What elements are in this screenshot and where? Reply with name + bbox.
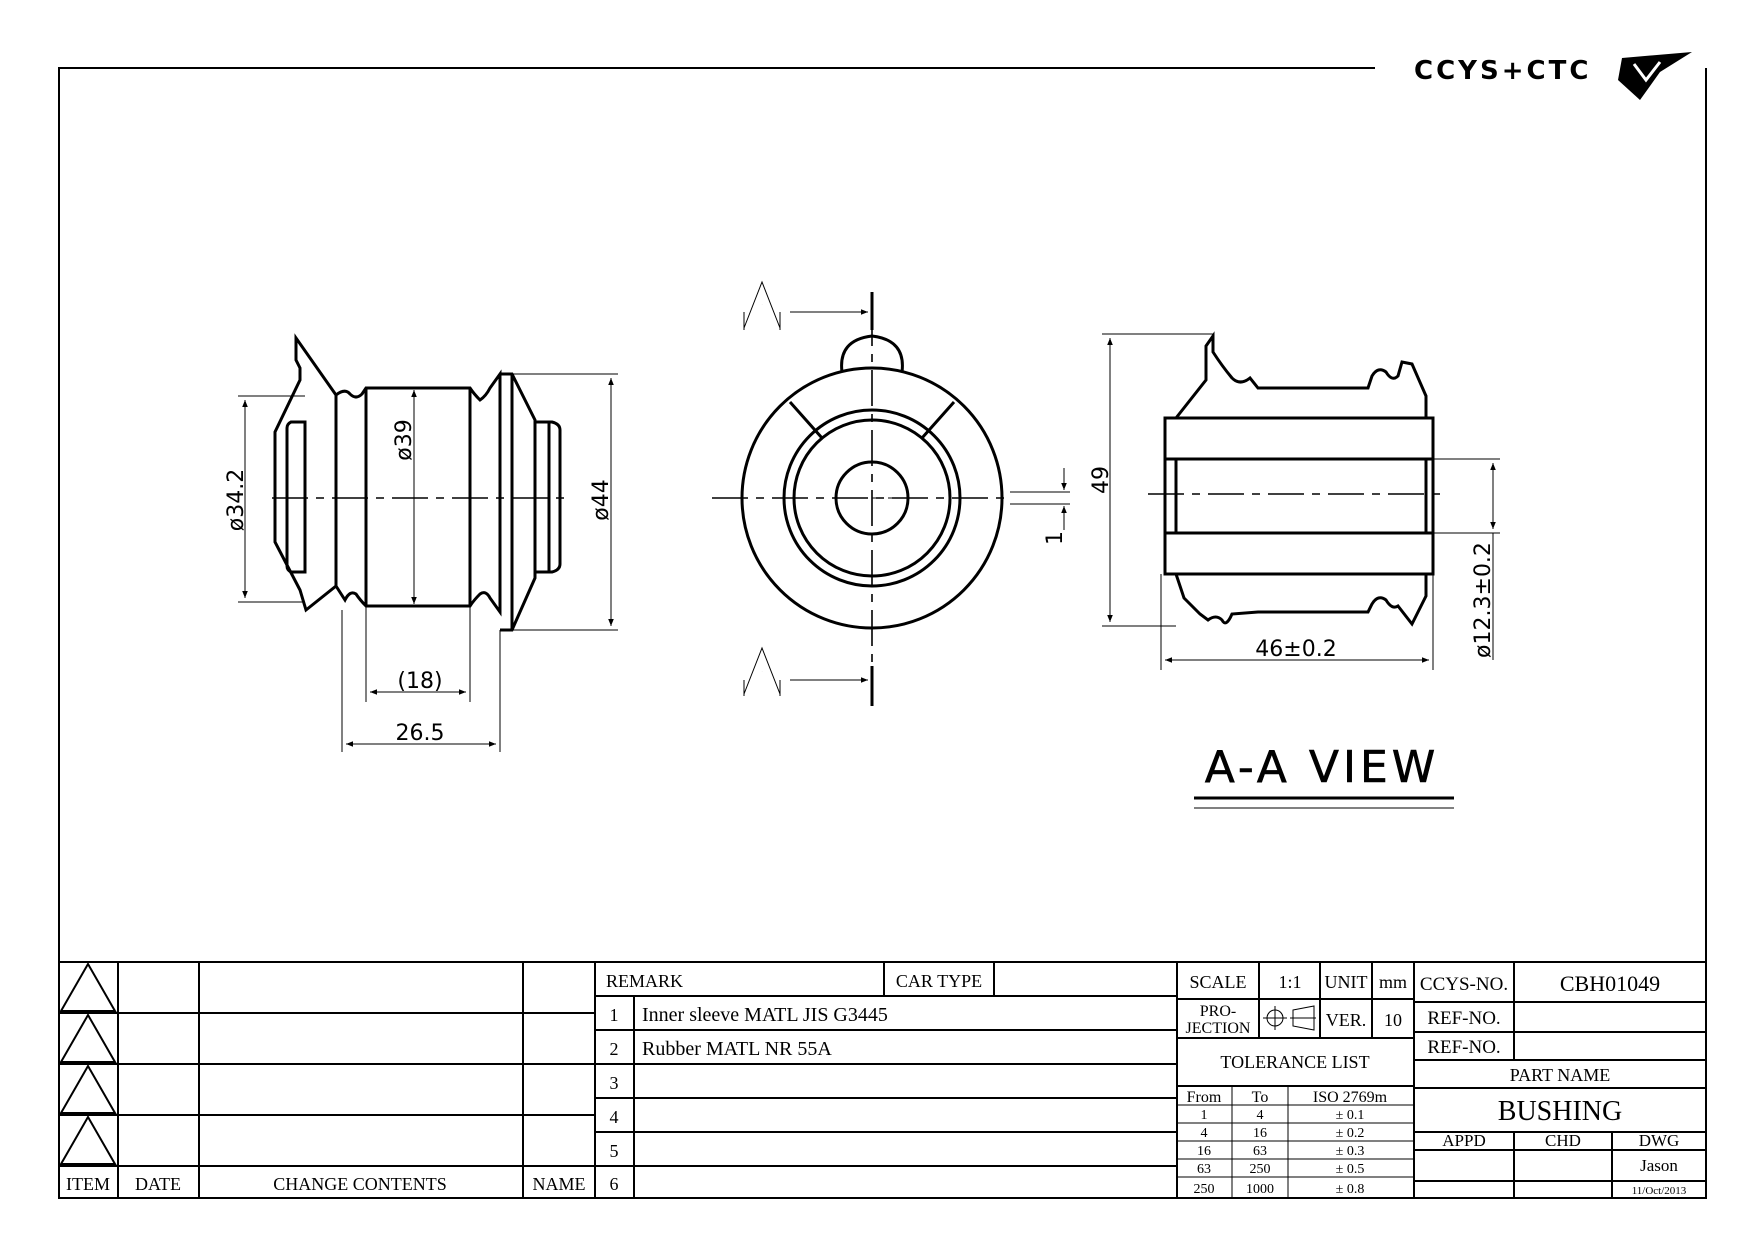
remark-no-2: 2 <box>610 1039 619 1059</box>
ref-no-label-2: REF-NO. <box>1427 1037 1500 1058</box>
remark-header: REMARK <box>606 971 683 991</box>
tol-header-from: From <box>1187 1089 1222 1106</box>
tol-r5-val: ± 0.8 <box>1336 1182 1365 1197</box>
remark-no-4: 4 <box>610 1107 619 1127</box>
logo-text: CCYS+CTC <box>1414 56 1591 86</box>
dim-18: (18) <box>397 669 442 694</box>
tol-r1-val: ± 0.1 <box>1336 1108 1365 1123</box>
section-view-a-a: 49 46±0.2 ø12.3±0.2 A-A VIEW <box>1089 331 1500 809</box>
tol-r3-to: 63 <box>1253 1144 1267 1159</box>
front-view: ø34.2 ø39 ø44 (18) 26.5 <box>224 333 618 752</box>
unit-value: mm <box>1379 972 1407 992</box>
tol-r5-from: 250 <box>1194 1182 1215 1197</box>
tol-header-to: To <box>1252 1089 1269 1106</box>
title-block: CCYS-NO. CBH01049 REF-NO. REF-NO. PART N… <box>1413 961 1707 1199</box>
scale-label: SCALE <box>1189 972 1246 992</box>
tol-r4-from: 63 <box>1197 1162 1211 1177</box>
remark-no-3: 3 <box>610 1073 619 1093</box>
scale-value: 1:1 <box>1278 972 1301 992</box>
chd-label: CHD <box>1545 1131 1581 1150</box>
ver-value: 10 <box>1384 1010 1402 1030</box>
section-title: A-A VIEW <box>1205 742 1440 793</box>
tol-r3-val: ± 0.3 <box>1336 1144 1365 1159</box>
end-view: A A 1 <box>712 280 1070 706</box>
tol-r2-to: 16 <box>1253 1126 1267 1141</box>
rev-header-item: ITEM <box>66 1174 110 1194</box>
rev-header-date: DATE <box>135 1174 181 1194</box>
ref-no-label-1: REF-NO. <box>1427 1008 1500 1029</box>
dim-49: 49 <box>1089 466 1114 494</box>
ccys-no-value: CBH01049 <box>1560 971 1660 996</box>
remark-no-6: 6 <box>610 1174 619 1194</box>
tolerance-title: TOLERANCE LIST <box>1220 1052 1369 1072</box>
tol-r1-from: 1 <box>1201 1108 1208 1123</box>
dim-dia-34-2: ø34.2 <box>224 469 249 531</box>
revision-table: ITEM DATE CHANGE CONTENTS NAME <box>58 961 596 1199</box>
section-letter-top: A <box>762 303 763 306</box>
appd-label: APPD <box>1442 1131 1485 1150</box>
scale-tolerance-block: SCALE 1:1 UNIT mm PRO- JECTION VER. 10 T… <box>1176 961 1415 1199</box>
remarks-table: REMARK CAR TYPE 1 Inner sleeve MATL JIS … <box>594 961 1178 1199</box>
remark-no-5: 5 <box>610 1141 619 1161</box>
projection-label-1: PRO- <box>1200 1003 1236 1020</box>
tol-r4-val: ± 0.5 <box>1336 1162 1365 1177</box>
dwg-label: DWG <box>1639 1131 1680 1150</box>
tol-header-iso: ISO 2769m <box>1313 1089 1388 1106</box>
dim-dia-39: ø39 <box>392 419 417 460</box>
tol-r1-to: 4 <box>1257 1108 1264 1123</box>
unit-label: UNIT <box>1325 972 1368 992</box>
tol-r5-to: 1000 <box>1246 1182 1274 1197</box>
tol-r2-val: ± 0.2 <box>1336 1126 1365 1141</box>
dim-dia-44: ø44 <box>589 479 614 520</box>
dim-46: 46±0.2 <box>1255 637 1336 662</box>
company-logo: CCYS+CTC <box>1414 52 1692 100</box>
rev-header-name: NAME <box>533 1174 586 1194</box>
dim-dia-12-3: ø12.3±0.2 <box>1471 542 1496 658</box>
ccys-no-label: CCYS-NO. <box>1420 974 1508 995</box>
car-type-label: CAR TYPE <box>896 971 982 991</box>
part-name-value: BUSHING <box>1498 1096 1622 1127</box>
tol-r4-to: 250 <box>1250 1162 1271 1177</box>
dim-26-5: 26.5 <box>396 721 445 746</box>
rev-header-change-contents: CHANGE CONTENTS <box>273 1174 447 1194</box>
ver-label: VER. <box>1326 1010 1367 1030</box>
logo-emblem-icon <box>1618 52 1692 100</box>
dwg-name: Jason <box>1640 1156 1678 1175</box>
remark-no-1: 1 <box>610 1005 619 1025</box>
dwg-date: 11/Oct/2013 <box>1632 1185 1687 1197</box>
remark-text-2: Rubber MATL NR 55A <box>642 1038 832 1060</box>
part-name-label: PART NAME <box>1510 1065 1610 1085</box>
first-angle-projection-icon <box>1263 1005 1316 1031</box>
projection-label-2: JECTION <box>1186 1020 1251 1037</box>
tol-r2-from: 4 <box>1201 1126 1208 1141</box>
dim-offset-1: 1 <box>1043 531 1068 545</box>
remark-text-1: Inner sleeve MATL JIS G3445 <box>642 1004 888 1026</box>
tol-r3-from: 16 <box>1197 1144 1211 1159</box>
section-letter-bottom: A <box>762 670 763 673</box>
